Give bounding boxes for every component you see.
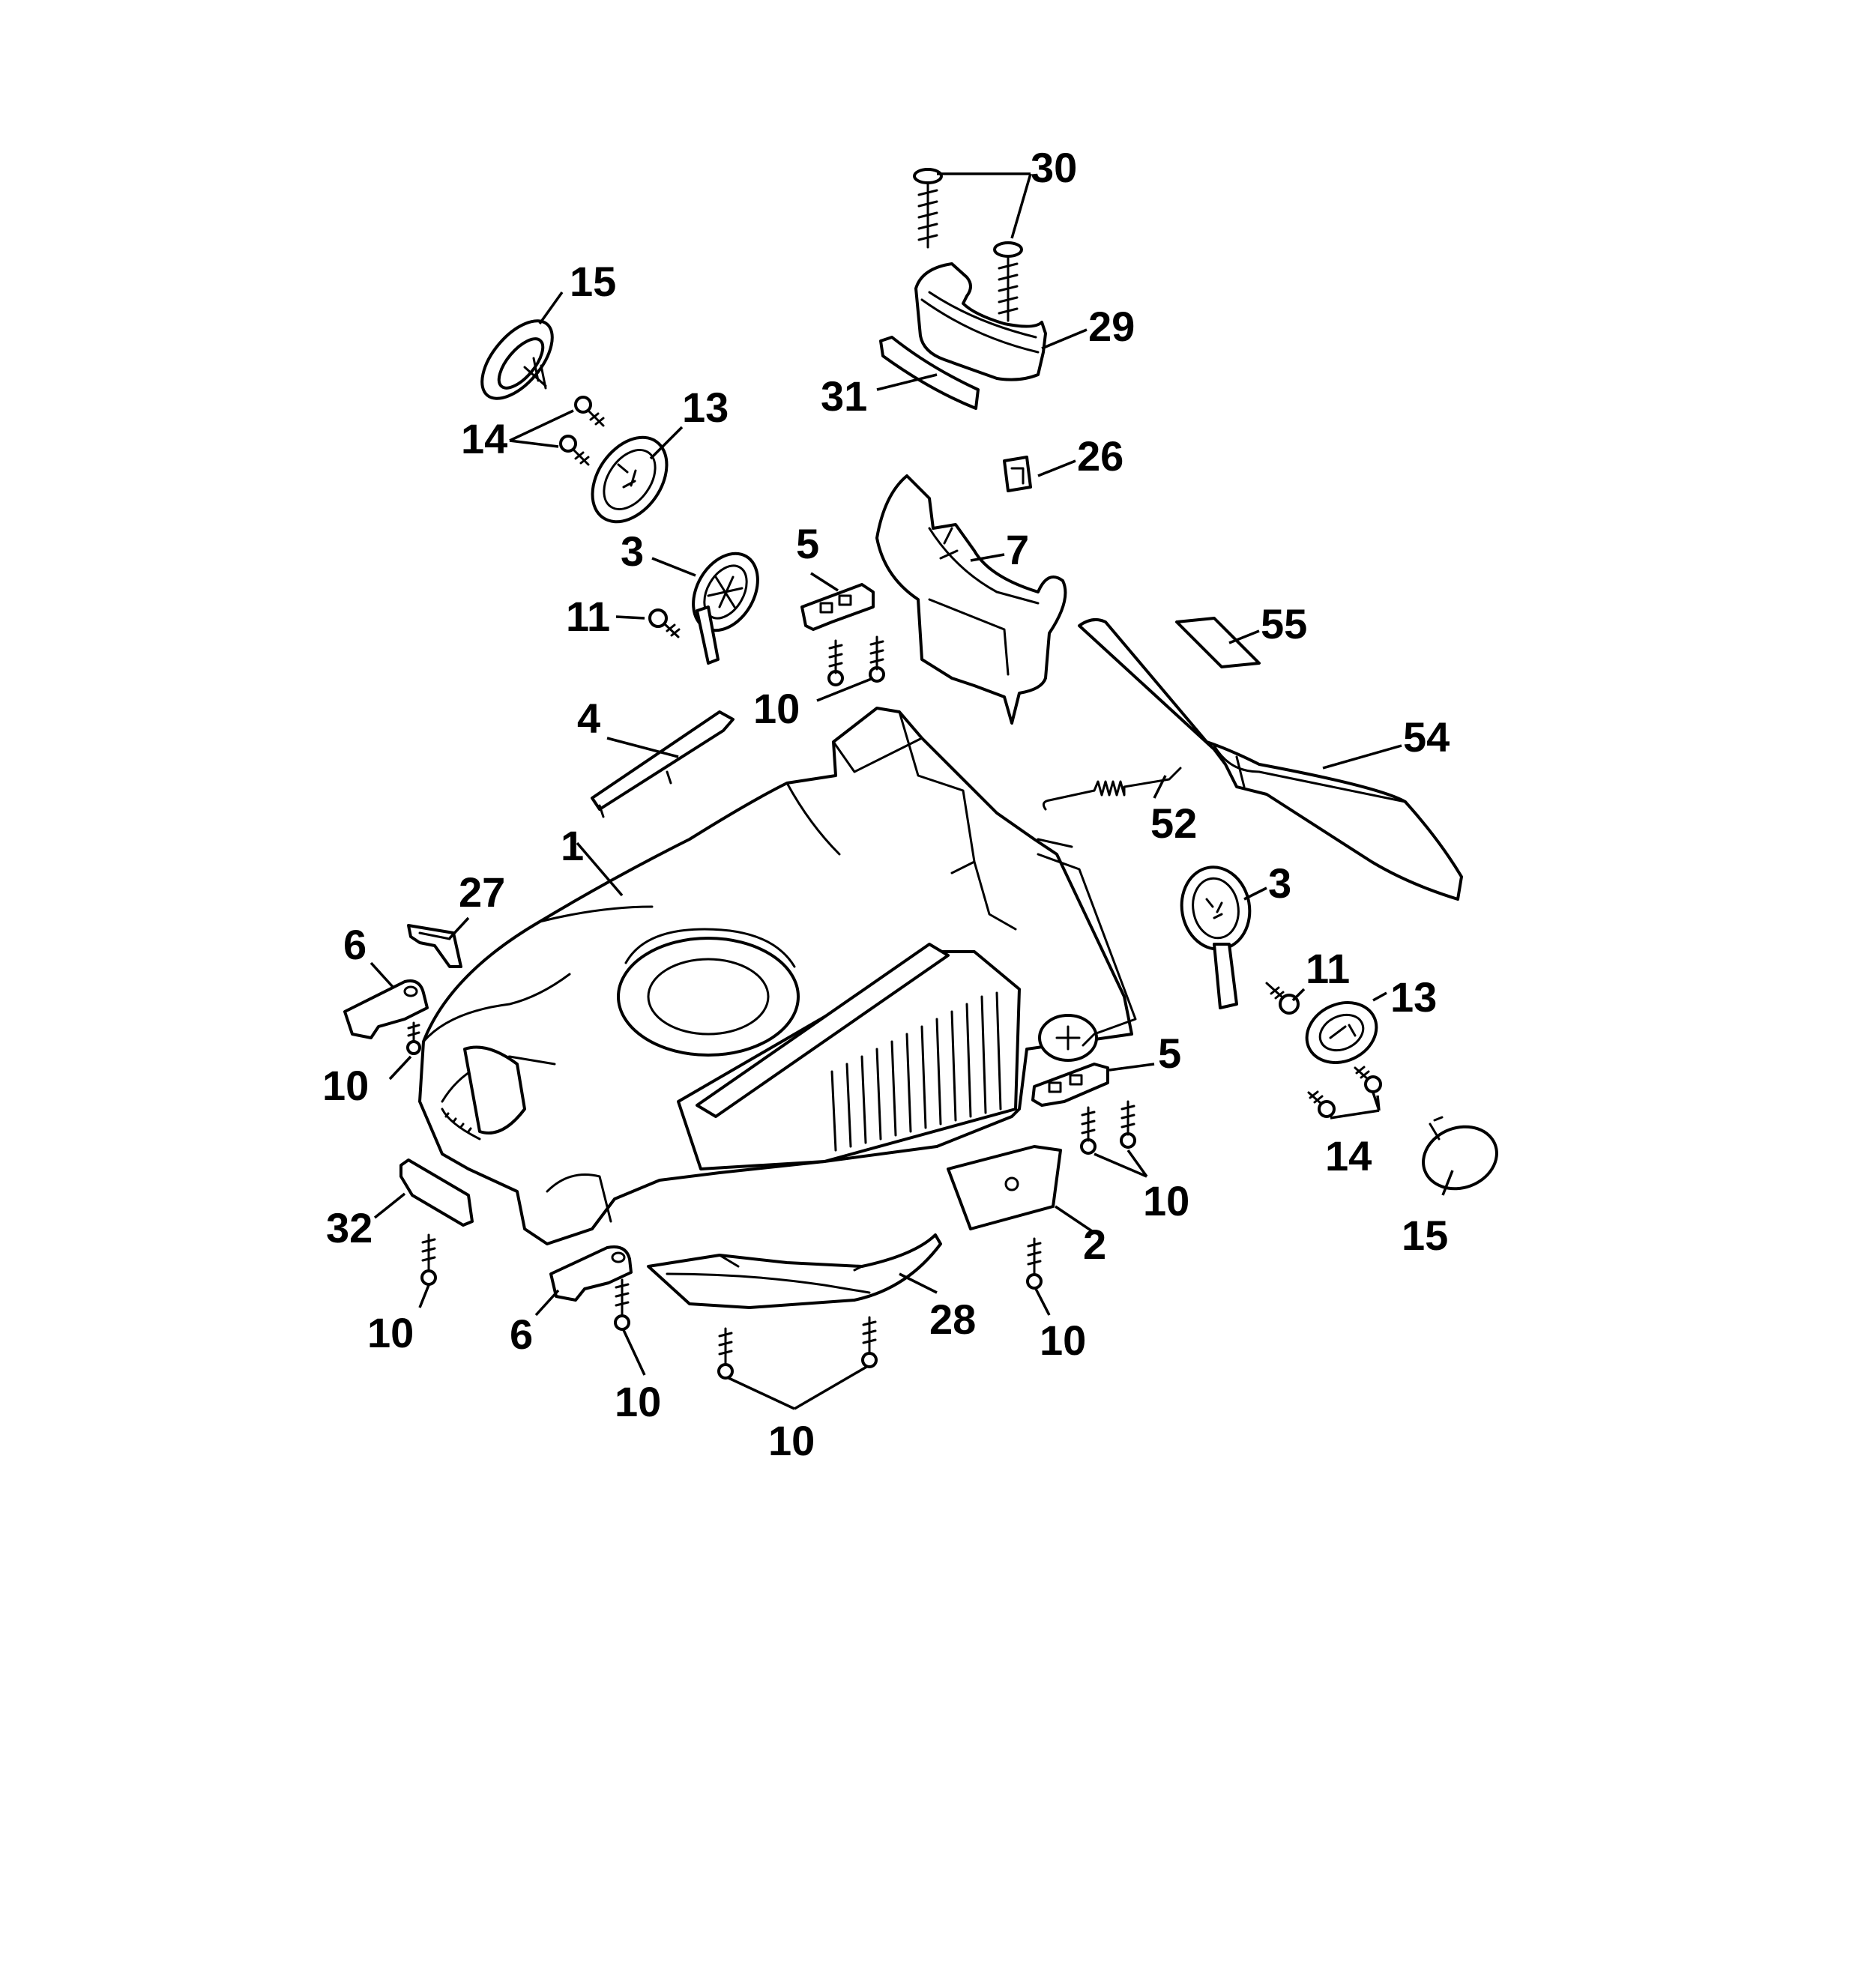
part-11-screw-top [648, 608, 681, 638]
callout-31: 31 [821, 372, 867, 420]
part-28-rear-flap [647, 1233, 942, 1309]
part-29-handle-grip [914, 262, 1047, 381]
callout-11: 11 [1306, 945, 1350, 992]
callout-2: 2 [1083, 1221, 1106, 1268]
callout-3: 3 [621, 528, 644, 575]
part-13-wheel-hub-top [591, 435, 669, 524]
callout-26: 26 [1077, 432, 1123, 480]
callout-54: 54 [1403, 713, 1450, 761]
callout-labels: 30 15 29 13 14 31 26 3 5 7 11 55 10 4 54… [322, 144, 1450, 1464]
part-13-wheel-hub-right [1305, 1001, 1378, 1064]
part-15-wheel-cap-right [1422, 1116, 1498, 1191]
callout-13: 13 [682, 384, 729, 431]
part-10-screws-upper [827, 635, 885, 686]
callout-5: 5 [796, 520, 819, 567]
callout-3: 3 [1268, 859, 1291, 907]
callout-28: 28 [929, 1296, 976, 1343]
part-54-deflector-flap [1078, 617, 1463, 901]
callout-14: 14 [461, 415, 507, 462]
part-32-front-strip [399, 1158, 474, 1227]
callout-10: 10 [1040, 1317, 1086, 1364]
callout-27: 27 [459, 868, 505, 916]
part-5-bracket-right [1031, 1063, 1109, 1107]
callout-10: 10 [768, 1417, 815, 1464]
callout-15: 15 [1402, 1212, 1448, 1259]
callout-10: 10 [367, 1309, 414, 1356]
callout-10: 10 [615, 1378, 661, 1425]
part-5-bracket-top [800, 583, 875, 631]
callout-15: 15 [570, 258, 616, 305]
callout-6: 6 [510, 1311, 533, 1358]
callout-14: 14 [1325, 1132, 1372, 1179]
part-27-small-bracket [407, 924, 462, 968]
part-52-spring [1042, 767, 1182, 811]
callout-5: 5 [1158, 1030, 1181, 1077]
part-6-bracket-upper [343, 979, 429, 1039]
part-14-screws-right [1307, 1066, 1382, 1118]
callout-7: 7 [1006, 526, 1029, 573]
part-10-screws-bottom [717, 1316, 878, 1380]
callout-30: 30 [1031, 144, 1077, 191]
part-3-wheel-axle-right [1180, 865, 1252, 1009]
part-7-rear-housing [875, 474, 1067, 725]
part-14-screws-top [559, 396, 605, 466]
part-10-screw-lower-6 [614, 1278, 630, 1331]
callout-55: 55 [1261, 600, 1307, 647]
part-6-bracket-lower [549, 1245, 633, 1302]
part-15-wheel-cap-top [480, 319, 554, 400]
leader-lines [370, 172, 1454, 1410]
callout-52: 52 [1150, 800, 1197, 847]
part-10-screw-left-upper [406, 1021, 421, 1055]
part-26-clip [1003, 456, 1032, 492]
part-31-grip-strip [879, 336, 980, 410]
part-10-screw-under-2 [1026, 1237, 1043, 1290]
callout-4: 4 [577, 695, 600, 742]
callout-32: 32 [326, 1204, 372, 1251]
part-30-screws [913, 168, 1023, 322]
part-10-screw-front-left [420, 1233, 437, 1286]
part-1-mower-deck [418, 707, 1137, 1245]
callout-10: 10 [1143, 1177, 1189, 1224]
callout-1: 1 [561, 822, 584, 869]
part-2-plate [947, 1145, 1062, 1230]
callout-10: 10 [322, 1062, 369, 1109]
callout-10: 10 [753, 685, 800, 732]
callout-13: 13 [1390, 973, 1437, 1021]
part-10-screws-right [1080, 1100, 1136, 1155]
part-3-wheel-axle-top [692, 552, 759, 665]
part-4-front-strip [591, 710, 735, 818]
callout-6: 6 [343, 921, 367, 968]
part-55-label [1175, 617, 1261, 668]
callout-29: 29 [1088, 303, 1135, 350]
callout-11: 11 [566, 593, 610, 640]
